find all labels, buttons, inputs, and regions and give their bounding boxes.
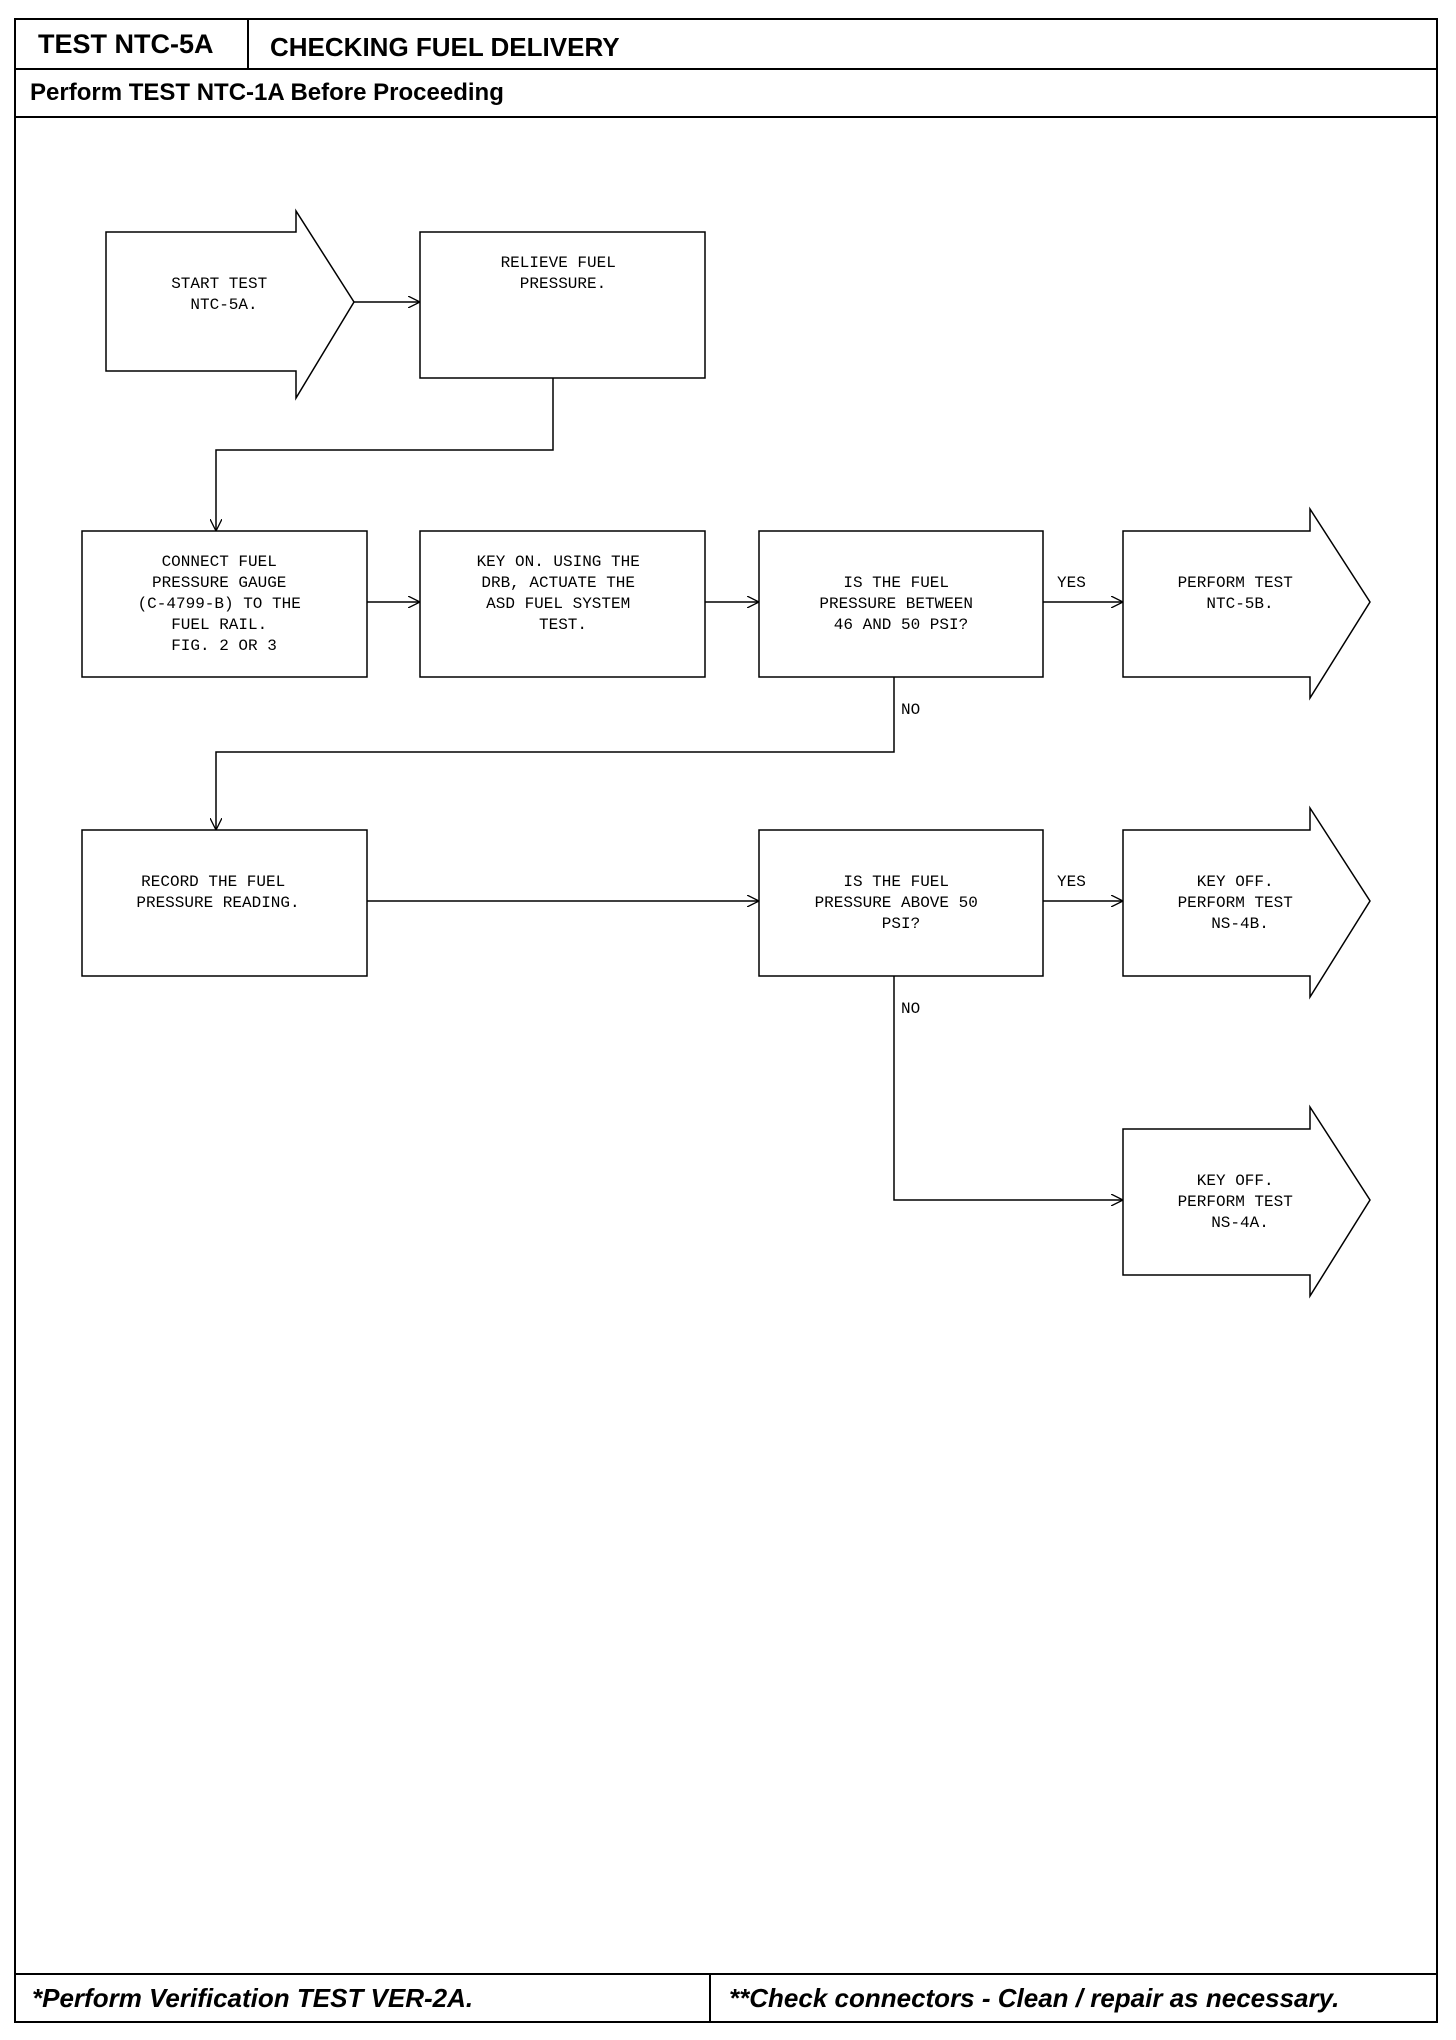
footer-verification-note: *Perform Verification TEST VER-2A. xyxy=(16,1975,711,2021)
test-id: TEST NTC-5A xyxy=(16,20,249,68)
keyon-node-text: KEY ON. USING THE DRB, ACTUATE THE ASD F… xyxy=(477,553,650,634)
ns4a-node-text: KEY OFF. PERFORM TEST NS-4A. xyxy=(1178,1172,1303,1232)
ns4b-node-text: KEY OFF. PERFORM TEST NS-4B. xyxy=(1178,873,1303,933)
edge-decision2-no xyxy=(893,976,1123,1200)
perform5b-node-text: PERFORM TEST NTC-5B. xyxy=(1178,574,1303,613)
footer-connector-note: **Check connectors - Clean / repair as n… xyxy=(729,1983,1340,2013)
perform5b-node xyxy=(1122,506,1371,701)
connect-node-text: CONNECT FUEL PRESSURE GAUGE (C-4799-B) T… xyxy=(138,553,311,655)
relieve-node-text: RELIEVE FUEL PRESSURE. xyxy=(501,254,626,293)
ns4b-node xyxy=(1122,805,1371,1000)
edge-decision1-no xyxy=(216,677,895,830)
start-node xyxy=(105,208,355,401)
record-node-text: RECORD THE FUEL PRESSURE READING. xyxy=(136,873,299,912)
keyon-node xyxy=(419,530,706,678)
decision2-node xyxy=(758,829,1044,977)
page-title: CHECKING FUEL DELIVERY xyxy=(270,32,620,62)
edge-relieve-connect xyxy=(216,378,554,531)
record-node xyxy=(81,829,368,977)
relieve-node xyxy=(419,231,706,379)
header-row: TEST NTC-5A CHECKING FUEL DELIVERY xyxy=(16,20,1436,70)
prerequisite-note: Perform TEST NTC-1A Before Proceeding xyxy=(16,70,1436,118)
edge-label-no-1: NO xyxy=(901,701,920,719)
page-frame: TEST NTC-5A CHECKING FUEL DELIVERY Perfo… xyxy=(14,18,1438,2023)
connect-node xyxy=(81,530,368,678)
decision1-node xyxy=(758,530,1044,678)
decision1-node-text: IS THE FUEL PRESSURE BETWEEN 46 AND 50 P… xyxy=(819,574,982,634)
footer-row: *Perform Verification TEST VER-2A. **Che… xyxy=(16,1973,1436,2021)
edge-label-no-2: NO xyxy=(901,1000,920,1018)
start-node-text: START TEST NTC-5A. xyxy=(171,275,277,314)
decision2-node-text: IS THE FUEL PRESSURE ABOVE 50 PSI? xyxy=(815,873,988,933)
edge-label-yes-1: YES xyxy=(1057,574,1086,592)
ns4a-node xyxy=(1122,1104,1371,1299)
edge-label-yes-2: YES xyxy=(1057,873,1086,891)
